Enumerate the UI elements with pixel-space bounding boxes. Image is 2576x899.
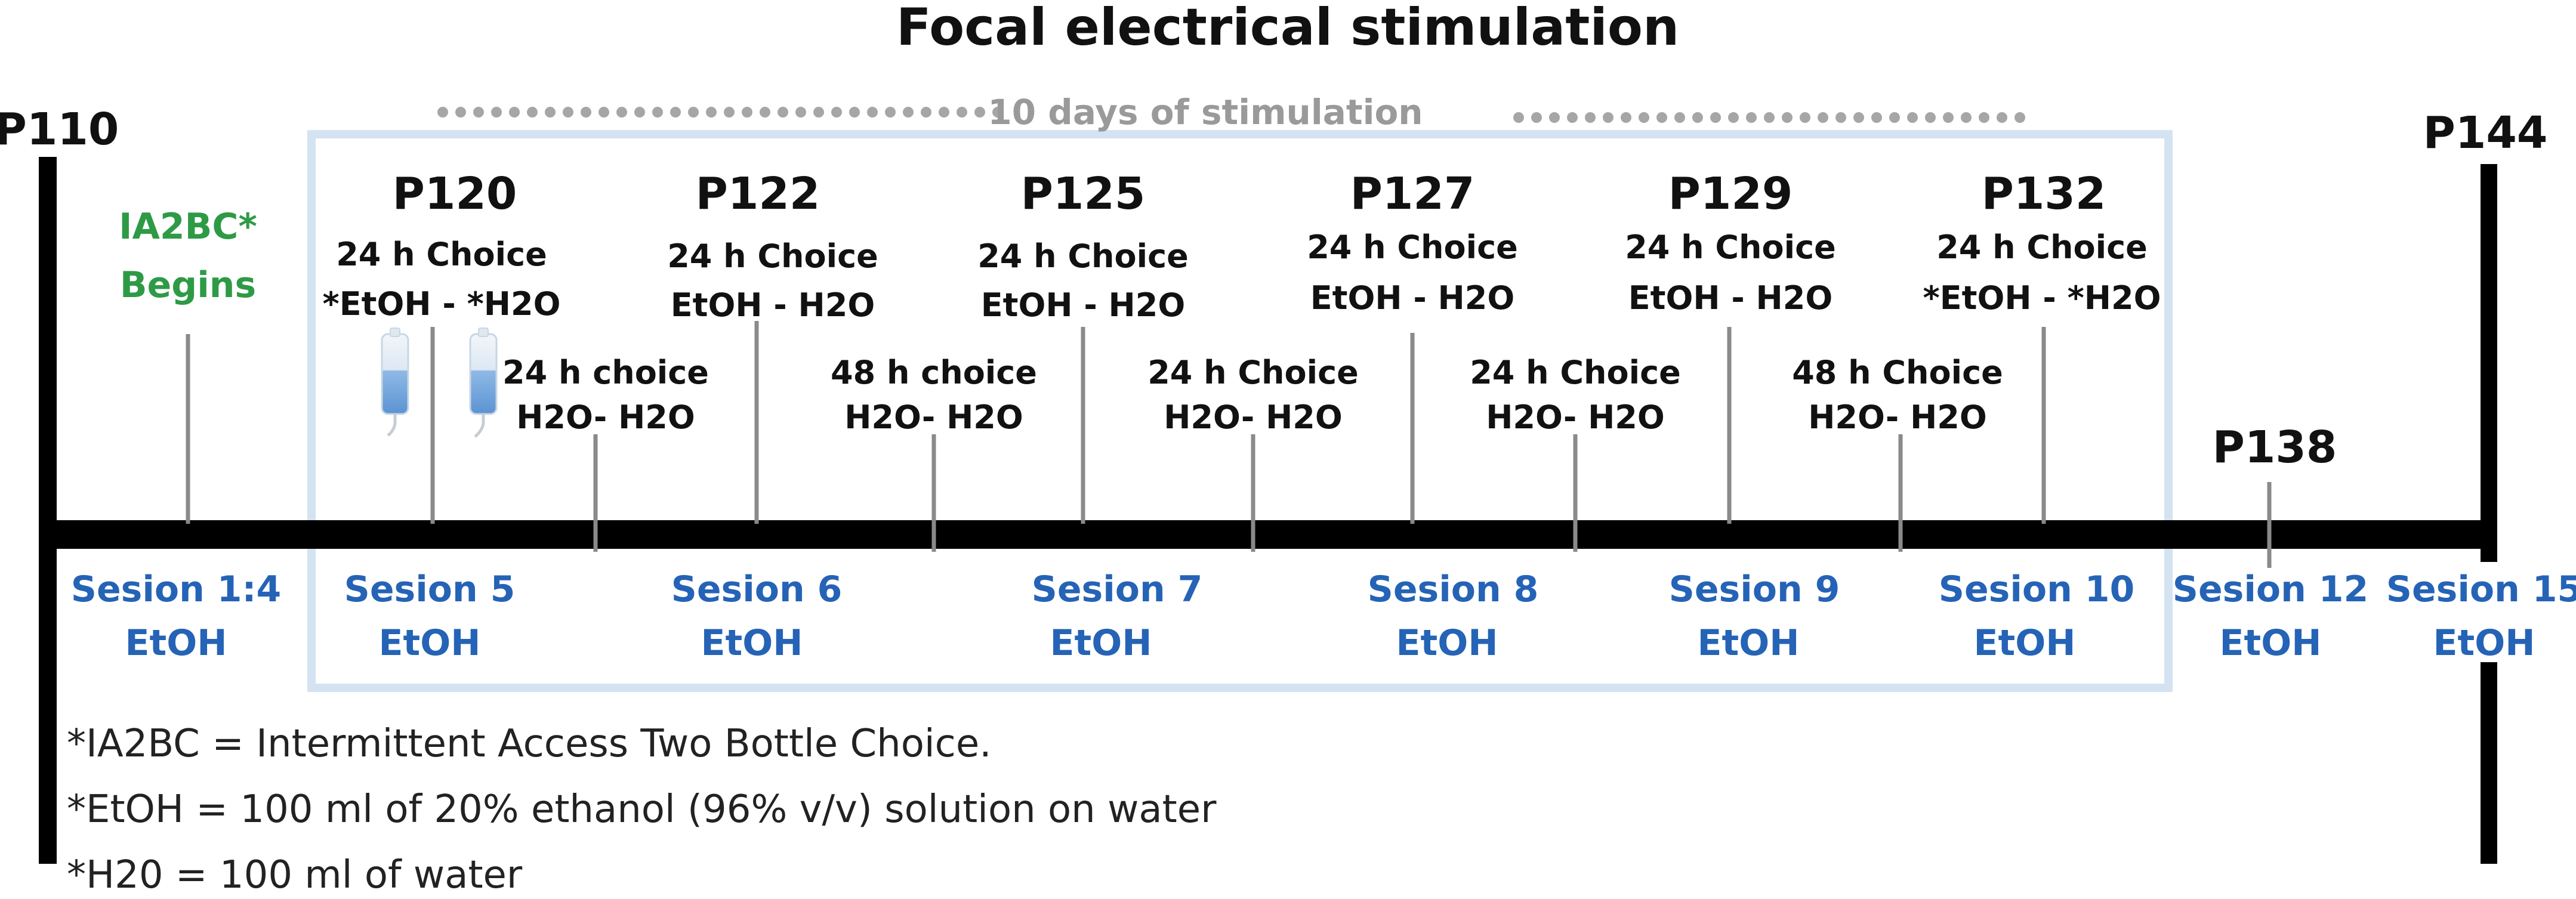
bottle-icon (469, 328, 498, 438)
session-5-substance: EtOH (1396, 622, 1498, 664)
session-2-substance: EtOH (379, 622, 481, 664)
stim-choice-3: 24 h Choice (977, 237, 1189, 275)
diagram-title: Focal electrical stimulation (896, 0, 1679, 57)
stim-day-2: P122 (696, 168, 820, 220)
stim-day-6: P132 (1982, 168, 2106, 220)
bottle-icon (381, 328, 409, 437)
end-day-label: P144 (2423, 107, 2548, 159)
start-day-label: P110 (0, 104, 119, 155)
session-3-label: Sesion 6 (671, 569, 843, 610)
stim-day-ticks (430, 321, 2046, 524)
end-endpoint-bar-lower (2481, 662, 2497, 864)
stim-bottles-5: EtOH - H2O (1628, 279, 1832, 317)
stim-day-3: P125 (1021, 168, 1146, 220)
stim-bottles-3: EtOH - H2O (981, 286, 1185, 324)
water-choice-1: 24 h choice (502, 354, 709, 391)
stim-choice-2: 24 h Choice (667, 237, 878, 275)
stim-bottles-6: *EtOH - *H2O (1923, 279, 2161, 317)
stim-choice-1: 24 h Choice (336, 236, 547, 273)
water-bottles-3: H2O- H2O (1164, 398, 1343, 436)
session-9-label: Sesion 15 (2386, 569, 2576, 610)
footnote-etoh: *EtOH = 100 ml of 20% ethanol (96% v/v) … (67, 787, 1217, 832)
footnote-ia2bc: *IA2BC = Intermittent Access Two Bottle … (67, 722, 992, 766)
start-endpoint-bar (39, 157, 57, 864)
water-choice-4: 24 h Choice (1470, 354, 1681, 391)
session-labels: Sesion 1:4 EtOH Sesion 5 EtOH Sesion 6 E… (71, 569, 2576, 664)
water-choice-3: 24 h Choice (1147, 354, 1359, 391)
water-choice-2: 48 h choice (831, 354, 1037, 391)
stim-choice-5: 24 h Choice (1625, 228, 1836, 266)
stim-day-1: P120 (393, 168, 517, 220)
stimulation-period-box (307, 130, 2173, 692)
p138-label: P138 (2213, 422, 2337, 473)
water-bottles-4: H2O- H2O (1486, 398, 1665, 436)
water-interval-labels: 24 h choice H2O- H2O 48 h choice H2O- H2… (502, 354, 2003, 436)
stim-bottles-1: *EtOH - *H2O (323, 285, 561, 323)
session-6-label: Sesion 9 (1669, 569, 1840, 610)
water-bottles-1: H2O- H2O (516, 398, 695, 436)
stim-bottles-4: EtOH - H2O (1310, 279, 1514, 317)
ia2bc-title: IA2BC* (119, 206, 257, 248)
session-6-substance: EtOH (1698, 622, 1800, 664)
water-bottles-2: H2O- H2O (844, 398, 1023, 436)
stim-day-labels: P120 24 h Choice *EtOH - *H2O P122 24 h … (323, 168, 2161, 324)
stim-day-4: P127 (1350, 168, 1475, 220)
session-4-substance: EtOH (1050, 622, 1152, 664)
session-8-label: Sesion 12 (2173, 569, 2369, 610)
stim-day-5: P129 (1668, 168, 1793, 220)
footnote-h2o: *H20 = 100 ml of water (67, 853, 523, 897)
session-4-label: Sesion 7 (1032, 569, 1203, 610)
banner-label: 10 days of stimulation (988, 92, 1423, 132)
footnotes: *IA2BC = Intermittent Access Two Bottle … (67, 722, 1217, 897)
session-7-label: Sesion 10 (1939, 569, 2135, 610)
ia2bc-begins: Begins (120, 264, 256, 306)
session-8-substance: EtOH (2220, 622, 2322, 664)
stim-choice-4: 24 h Choice (1307, 228, 1518, 266)
session-9-substance: EtOH (2433, 622, 2535, 664)
water-bottles-5: H2O- H2O (1808, 398, 1987, 436)
end-endpoint-bar-upper (2481, 164, 2497, 562)
session-2-label: Sesion 5 (344, 569, 516, 610)
session-1-substance: EtOH (125, 622, 227, 664)
water-interval-ticks (593, 434, 1903, 552)
stim-choice-6: 24 h Choice (1936, 228, 2148, 266)
water-choice-5: 48 h Choice (1792, 354, 2003, 391)
session-3-substance: EtOH (701, 622, 803, 664)
stim-bottles-2: EtOH - H2O (671, 286, 875, 324)
session-1-label: Sesion 1:4 (71, 569, 282, 610)
session-5-label: Sesion 8 (1368, 569, 1539, 610)
timeline-axis (39, 520, 2484, 549)
session-7-substance: EtOH (1974, 622, 2076, 664)
